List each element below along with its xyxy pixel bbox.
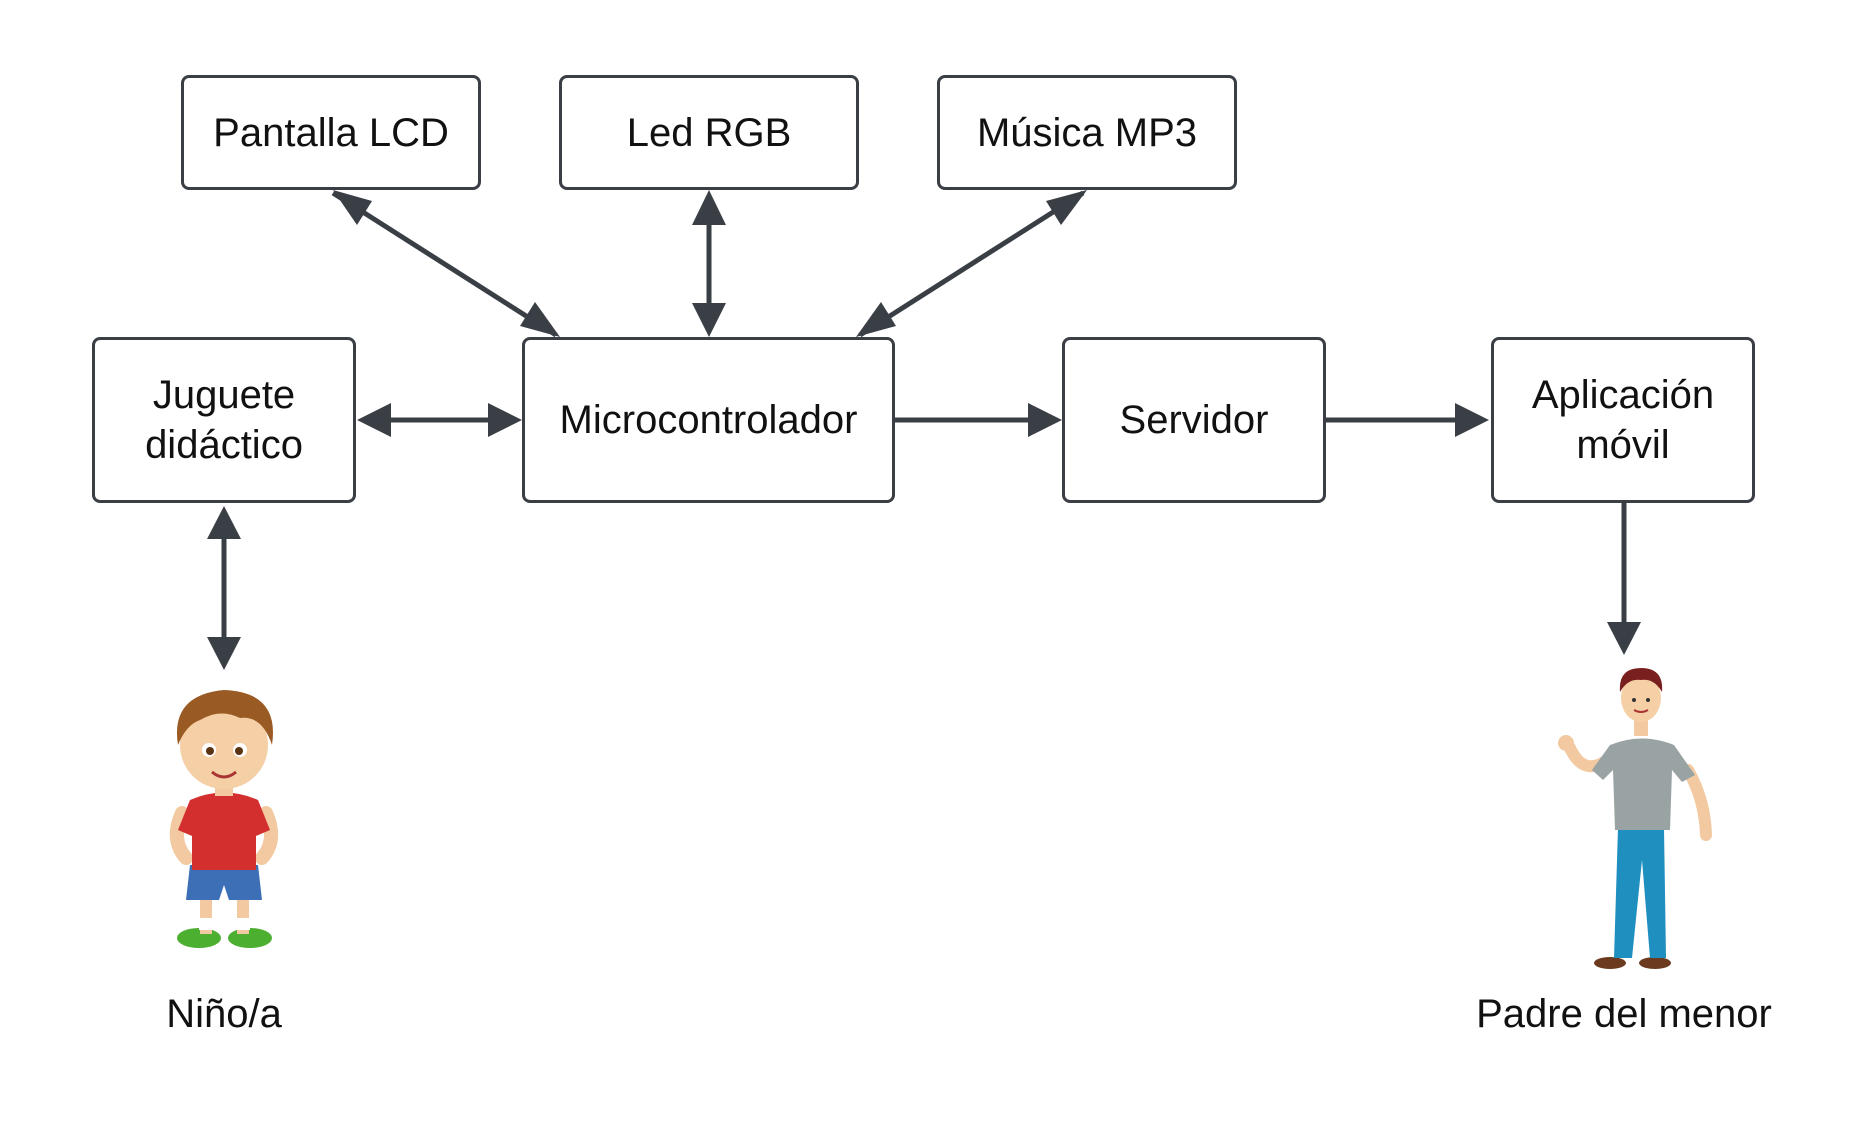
node-label: Aplicación móvil [1531,373,1715,467]
arrowhead [692,190,726,225]
man-illustration [1558,668,1712,969]
edge-micro-musica [858,190,1085,338]
caption-parent: Padre del menor [1476,992,1772,1036]
arrowhead [1607,622,1641,655]
node-label: Led RGB [626,110,792,155]
edge-micro-pantalla [331,190,558,338]
node-label: Microcontrolador [559,398,858,442]
child-illustration [169,690,279,948]
arrowhead [1046,190,1087,225]
node-label: Música MP3 [976,110,1198,155]
node-label: Pantalla LCD [213,110,449,155]
node-label: Juguete didáctico [145,373,303,467]
arrowhead [692,303,726,337]
node-label: Servidor [1119,398,1269,442]
arrowhead [357,403,391,437]
arrowhead [207,506,241,539]
node-servidor: Servidor [1062,337,1326,503]
arrowhead [207,637,241,670]
node-led-rgb: Led RGB [559,75,859,190]
arrowhead [856,302,896,337]
node-microcontrolador: Microcontrolador [522,337,895,503]
connectors [207,190,1641,670]
node-pantalla-lcd: Pantalla LCD [181,75,481,190]
arrowhead [1455,403,1489,437]
caption-child: Niño/a [166,992,282,1036]
arrowhead [333,190,372,225]
node-aplicacion-movil: Aplicación móvil [1491,337,1755,503]
arrowhead [1028,403,1062,437]
arrowhead [488,403,522,437]
node-juguete-didactico: Juguete didáctico [92,337,356,503]
node-musica-mp3: Música MP3 [937,75,1237,190]
arrowhead [520,302,560,337]
